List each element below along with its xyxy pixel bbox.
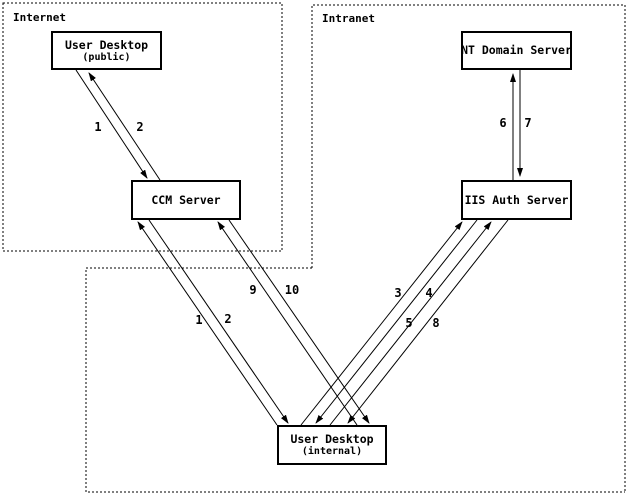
node-nt-domain-server: NT Domain Server bbox=[461, 31, 572, 70]
node-sublabel: (public) bbox=[82, 51, 131, 63]
arrow-ccm-internal-9 bbox=[217, 221, 358, 426]
node-user-desktop-internal: User Desktop (internal) bbox=[277, 425, 387, 465]
arrow-ccm-internal-1 bbox=[137, 221, 278, 426]
arrow-ccm-internal-10 bbox=[228, 219, 370, 424]
arrow-iis-internal-5 bbox=[329, 221, 492, 426]
edge-label-ccm-internal-10: 10 bbox=[284, 283, 300, 297]
edge-label-nt-iis-6: 6 bbox=[499, 116, 507, 130]
edge-label-ccm-internal-2: 2 bbox=[224, 312, 232, 326]
internal-zone-border bbox=[85, 267, 625, 493]
node-label: IIS Auth Server bbox=[464, 192, 569, 207]
internet-zone-label: Internet bbox=[13, 11, 66, 24]
intranet-zone-border bbox=[311, 4, 626, 492]
arrow-iis-internal-3 bbox=[300, 221, 463, 426]
internet-zone-border bbox=[2, 2, 283, 252]
node-label: NT Domain Server bbox=[461, 43, 572, 57]
edge-label-iis-internal-8: 8 bbox=[432, 316, 440, 330]
edge-label-iis-internal-5: 5 bbox=[405, 316, 413, 330]
arrow-iis-internal-4 bbox=[315, 219, 478, 424]
edge-label-iis-internal-3: 3 bbox=[394, 286, 402, 300]
edge-label-internet-2: 2 bbox=[136, 120, 144, 134]
node-ccm-server: CCM Server bbox=[131, 180, 241, 220]
arrow-iis-internal-8 bbox=[347, 219, 509, 424]
arrow-ccm-internal-2 bbox=[148, 219, 289, 424]
node-label: User Desktop bbox=[290, 432, 374, 446]
arrow-internet-2 bbox=[88, 72, 161, 181]
arrow-internet-1 bbox=[75, 69, 148, 179]
node-user-desktop-public: User Desktop (public) bbox=[51, 31, 162, 70]
edge-label-nt-iis-7: 7 bbox=[524, 116, 532, 130]
node-sublabel: (internal) bbox=[301, 446, 363, 457]
node-label: User Desktop bbox=[64, 37, 149, 52]
node-iis-auth-server: IIS Auth Server bbox=[461, 180, 572, 220]
edge-label-iis-internal-4: 4 bbox=[425, 286, 433, 300]
edge-label-ccm-internal-1: 1 bbox=[195, 313, 203, 327]
edge-label-ccm-internal-9: 9 bbox=[249, 283, 257, 297]
intranet-zone-label: Intranet bbox=[322, 12, 375, 25]
node-label: CCM Server bbox=[151, 192, 221, 207]
edge-label-internet-1: 1 bbox=[94, 120, 102, 134]
